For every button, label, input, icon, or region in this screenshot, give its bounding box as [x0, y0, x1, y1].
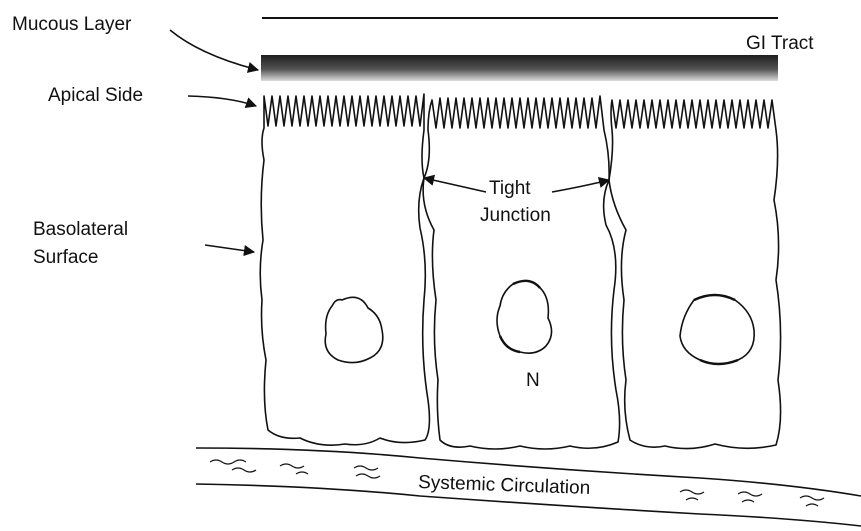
tight-junction-arrow-left — [424, 178, 486, 192]
basolateral-arrow — [205, 245, 254, 252]
mucous-layer-arrow — [170, 30, 258, 70]
nucleus-right — [680, 295, 754, 364]
nucleus-left — [325, 297, 383, 362]
mucous-layer-label: Mucous Layer — [12, 14, 132, 35]
tight-junction-arrow-right — [552, 180, 609, 192]
epithelial-cell-right — [609, 100, 781, 449]
nucleus-right-outline-bold — [694, 295, 738, 364]
epithelial-cell-left — [260, 94, 429, 445]
nucleus-label: N — [526, 370, 540, 391]
epithelial-cell-middle — [423, 96, 619, 449]
basolateral-label-line1: Basolateral — [33, 219, 128, 240]
apical-side-label: Apical Side — [48, 85, 143, 106]
basolateral-label-line2: Surface — [33, 247, 98, 268]
systemic-circulation-label: Systemic Circulation — [418, 472, 591, 499]
nucleus-middle — [497, 281, 552, 353]
tight-junction-label-line1: Tight — [489, 178, 531, 199]
tight-junction-label-line2: Junction — [480, 205, 551, 226]
apical-side-arrow — [188, 96, 256, 106]
mucous-layer-band — [261, 55, 778, 81]
gi-tract-label: GI Tract — [746, 33, 814, 54]
